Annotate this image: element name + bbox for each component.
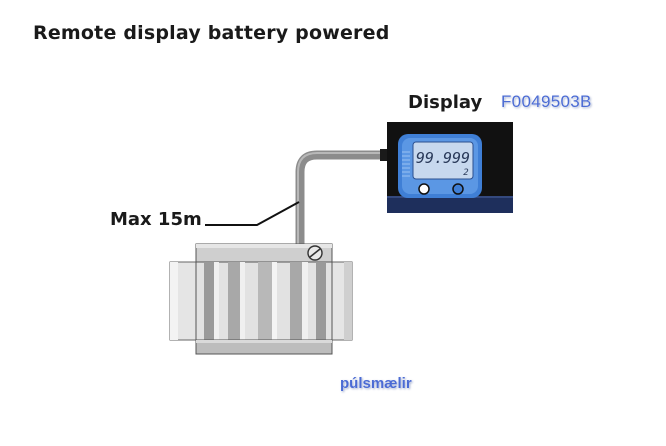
- display-label: Display: [408, 92, 483, 113]
- display-part-code: F0049503B: [501, 92, 592, 111]
- meter-ribs: [204, 262, 326, 340]
- display-unit: 99.999 2: [387, 122, 513, 213]
- cable-highlight: [297, 152, 380, 245]
- display-button-right: [452, 183, 464, 195]
- flow-meter: [169, 243, 353, 355]
- lcd-sub-reading: 2: [463, 168, 468, 178]
- display-button-left: [418, 183, 430, 195]
- cable: [295, 150, 380, 245]
- cable-length-label: Max 15m: [110, 209, 202, 230]
- lcd-reading: 99.999: [416, 149, 470, 167]
- cable-leader-line: [205, 201, 300, 226]
- bezel-stripes: [402, 151, 410, 177]
- meter-label: púlsmælir: [340, 375, 412, 392]
- diagram-title: Remote display battery powered: [33, 22, 390, 44]
- cable-connector: [380, 149, 388, 161]
- lcd-screen: [412, 141, 474, 180]
